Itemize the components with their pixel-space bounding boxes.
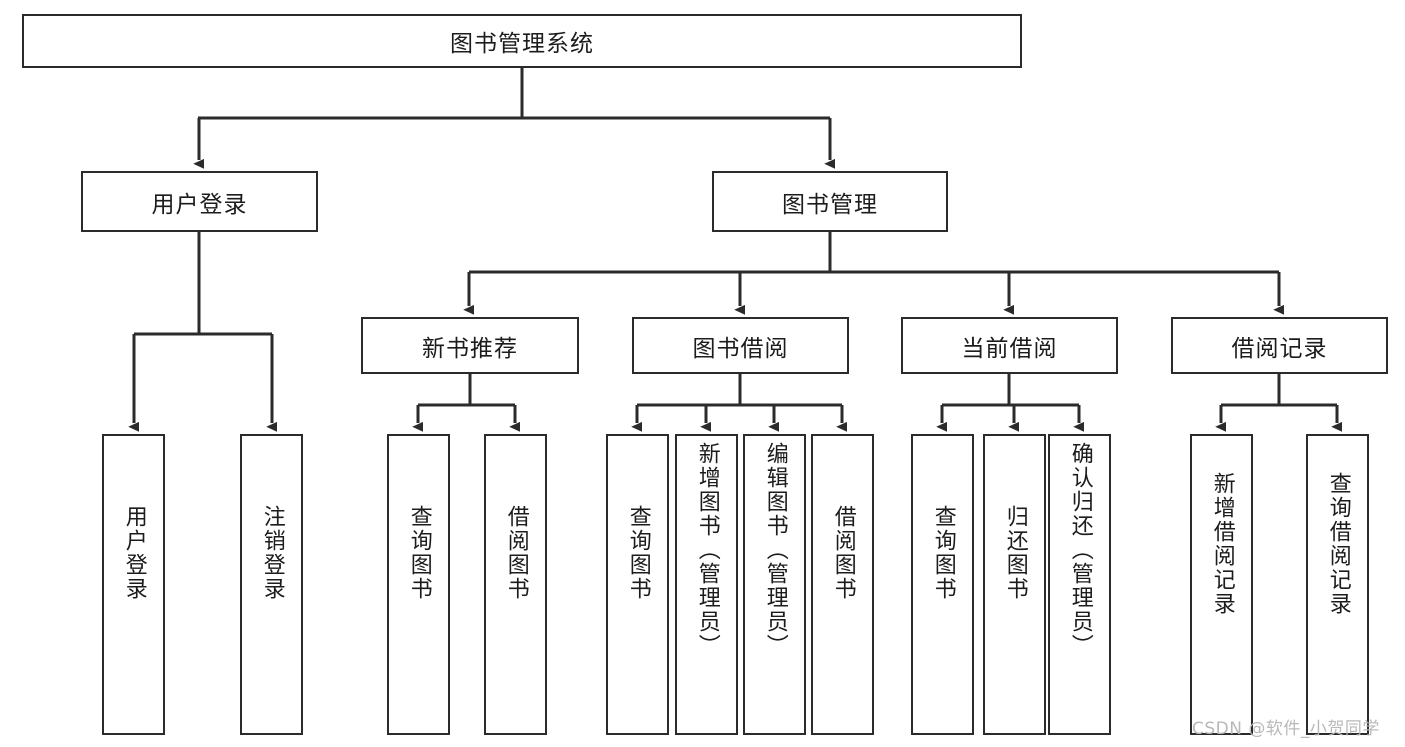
leaf-user-login-label: 用户登录 <box>121 505 147 601</box>
node-book-borrow[interactable]: 图书借阅 <box>632 317 849 374</box>
leaf-user-login[interactable]: 用户登录 <box>102 434 165 735</box>
node-new-book-recommend[interactable]: 新书推荐 <box>361 317 579 374</box>
node-book-management[interactable]: 图书管理 <box>712 171 948 232</box>
node-book-management-label: 图书管理 <box>782 191 878 218</box>
leaf-borrow-book-recommend[interactable]: 借阅图书 <box>484 434 547 735</box>
node-borrow-records[interactable]: 借阅记录 <box>1171 317 1388 374</box>
leaf-query-borrow-record-label: 查询借阅记录 <box>1325 472 1351 616</box>
leaf-return-book[interactable]: 归还图书 <box>983 434 1046 735</box>
leaf-logout[interactable]: 注销登录 <box>240 434 303 735</box>
leaf-query-book-recommend-label: 查询图书 <box>406 505 432 601</box>
leaf-return-book-label: 归还图书 <box>1002 505 1028 601</box>
leaf-logout-label: 注销登录 <box>259 505 285 601</box>
node-user-login[interactable]: 用户登录 <box>81 171 318 232</box>
node-root-system[interactable]: 图书管理系统 <box>22 14 1022 68</box>
leaf-edit-book-admin[interactable]: 编辑图书（管理员） <box>743 434 806 735</box>
leaf-add-borrow-record-label: 新增借阅记录 <box>1209 472 1235 616</box>
leaf-confirm-return-admin-label: 确认归还（管理员） <box>1067 442 1093 658</box>
leaf-query-borrow-record[interactable]: 查询借阅记录 <box>1306 434 1369 735</box>
leaf-confirm-return-admin[interactable]: 确认归还（管理员） <box>1048 434 1111 735</box>
node-borrow-records-label: 借阅记录 <box>1231 335 1328 362</box>
leaf-lend-book-label: 借阅图书 <box>830 505 856 601</box>
node-current-borrow[interactable]: 当前借阅 <box>901 317 1118 374</box>
leaf-lend-book[interactable]: 借阅图书 <box>811 434 874 735</box>
leaf-query-book-current[interactable]: 查询图书 <box>911 434 974 735</box>
node-book-borrow-label: 图书借阅 <box>692 335 789 362</box>
leaf-borrow-book-recommend-label: 借阅图书 <box>503 505 529 601</box>
node-new-book-recommend-label: 新书推荐 <box>422 335 518 362</box>
leaf-query-book-recommend[interactable]: 查询图书 <box>387 434 450 735</box>
leaf-add-book-admin[interactable]: 新增图书（管理员） <box>675 434 738 735</box>
leaf-edit-book-admin-label: 编辑图书（管理员） <box>762 442 788 658</box>
node-current-borrow-label: 当前借阅 <box>961 335 1058 362</box>
node-root-label: 图书管理系统 <box>450 31 594 57</box>
leaf-query-book-borrow-label: 查询图书 <box>625 505 651 601</box>
leaf-add-book-admin-label: 新增图书（管理员） <box>694 442 720 658</box>
leaf-add-borrow-record[interactable]: 新增借阅记录 <box>1190 434 1253 735</box>
leaf-query-book-borrow[interactable]: 查询图书 <box>606 434 669 735</box>
leaf-query-book-current-label: 查询图书 <box>930 505 956 601</box>
csdn-watermark: CSDN @软件_小贺同学 <box>1192 719 1380 739</box>
node-user-login-label: 用户登录 <box>151 191 248 218</box>
